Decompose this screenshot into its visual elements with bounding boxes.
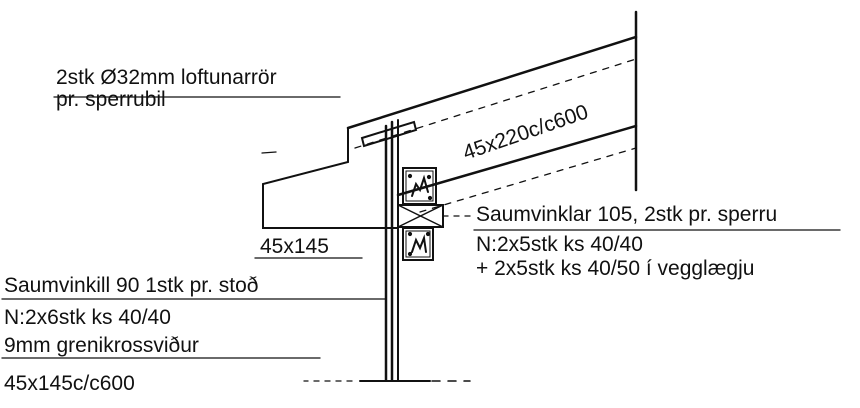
roof-dashed-line xyxy=(354,58,637,149)
eave-small-mark xyxy=(261,151,277,154)
bracket-nail xyxy=(425,231,431,237)
rafter-bracket-nails-label-2: + 2x5stk ks 40/50 í vegglægju xyxy=(476,257,755,280)
bracket-nail xyxy=(427,195,433,201)
upper-bracket xyxy=(402,167,437,205)
upper-bracket-inner xyxy=(405,170,434,202)
vent-pipe xyxy=(360,120,418,148)
bracket-nail xyxy=(407,251,413,257)
vent-pipe-label-line2: pr. sperrubil xyxy=(56,88,166,111)
top-plate-label: 45x145 xyxy=(260,235,329,258)
stud-bracket-label: Saumvinkill 90 1stk pr. stoð xyxy=(4,274,259,297)
rafter-bracket-label: Saumvinklar 105, 2stk pr. sperru xyxy=(476,203,778,226)
rafter-top-edge xyxy=(346,35,638,130)
studs-label: 45x145c/c600 xyxy=(4,372,135,395)
top-plate-cross xyxy=(397,204,444,228)
bracket-nail xyxy=(426,174,432,180)
rafter-bracket-nails-label: N:2x5stk ks 40/40 xyxy=(476,233,643,256)
bracket-nail xyxy=(407,231,413,237)
roof-dashed-line xyxy=(419,147,637,213)
lower-bracket-mark xyxy=(411,234,427,253)
vent-pipe-label-line1: 2stk Ø32mm loftunarrör xyxy=(56,66,277,89)
bracket-nail xyxy=(407,173,413,179)
sheathing-label: 9mm grenikrossviður xyxy=(4,334,199,357)
rafter-bottom-edge xyxy=(396,124,638,197)
lower-bracket xyxy=(402,227,434,261)
lower-bracket-inner xyxy=(405,230,431,258)
upper-bracket-mark xyxy=(411,174,429,197)
eave-outline xyxy=(262,127,399,229)
stud-bracket-nails-label: N:2x6stk ks 40/40 xyxy=(4,306,171,329)
